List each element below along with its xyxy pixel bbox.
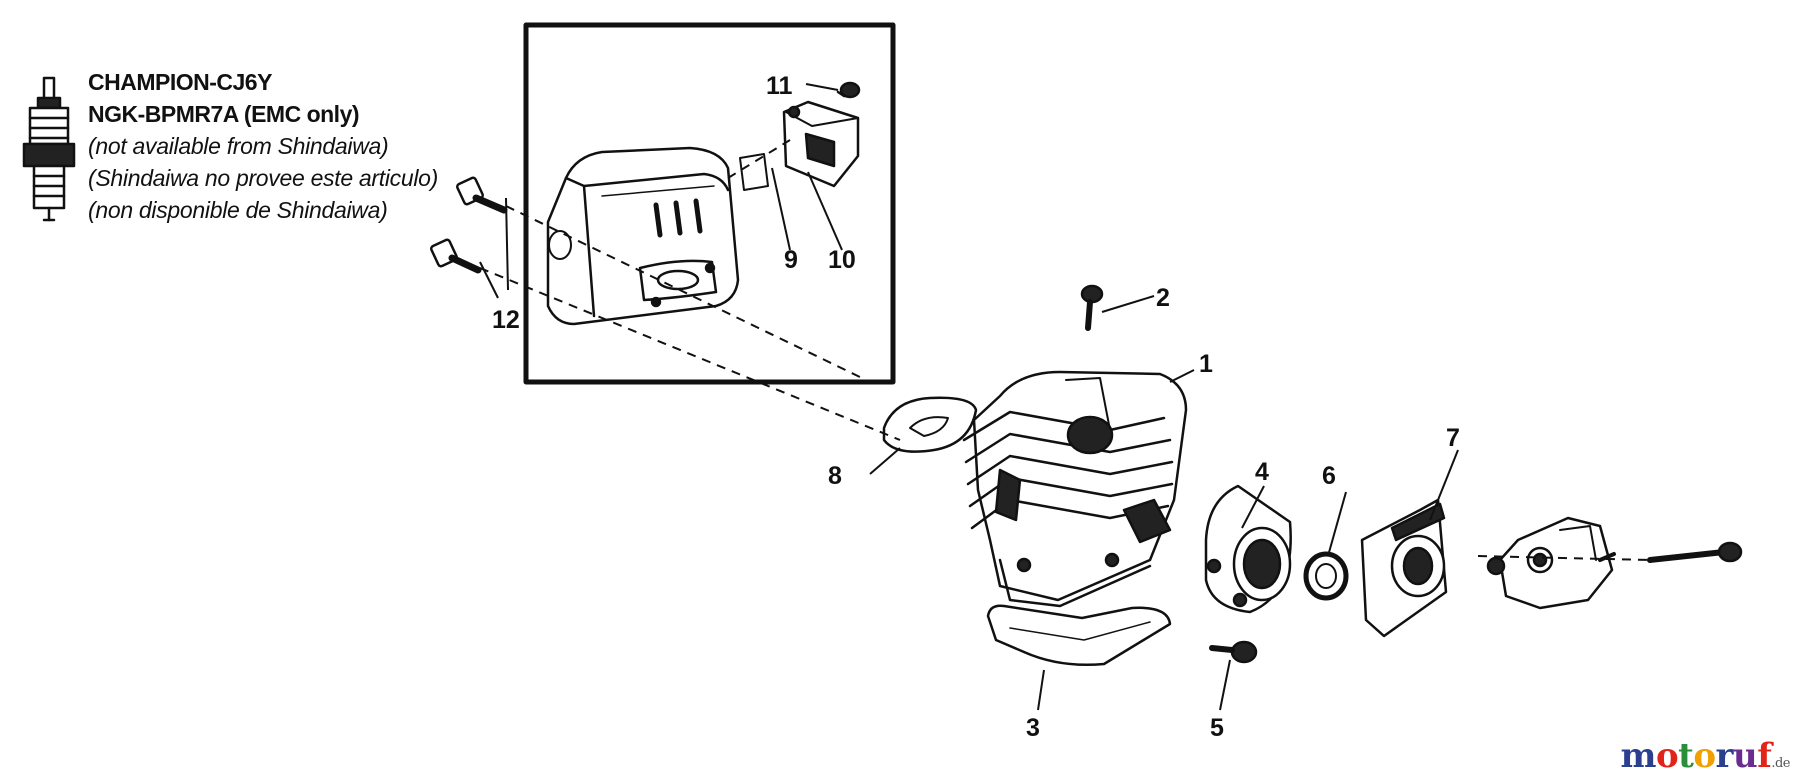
alignment-lines <box>479 139 1651 561</box>
base-gasket-3 <box>986 604 1172 667</box>
carburetor <box>1486 516 1616 610</box>
spark-plug-icon <box>22 76 76 222</box>
insulator-4 <box>1204 484 1292 614</box>
muffler-gasket-9 <box>739 153 769 191</box>
cylinder-1 <box>962 370 1188 608</box>
spark-note-champion: CHAMPION-CJ6Y <box>88 69 272 95</box>
callout-4: 4 <box>1255 458 1269 486</box>
watermark-logo-text: motoruf <box>1620 736 1771 776</box>
site-watermark: motoruf.de <box>1620 736 1790 776</box>
watermark-letter: m <box>1620 736 1656 776</box>
callout-7: 7 <box>1446 424 1460 452</box>
watermark-letter: f <box>1757 736 1772 776</box>
callout-6: 6 <box>1322 462 1336 490</box>
callout-12: 12 <box>492 306 520 334</box>
muffler <box>546 146 740 326</box>
muffler-bolts-12 <box>430 176 508 274</box>
watermark-suffix: .de <box>1771 756 1790 771</box>
callout-8: 8 <box>828 462 842 490</box>
spark-plug-notes: CHAMPION-CJ6Y NGK-BPMR7A (EMC only) (not… <box>88 66 438 226</box>
callout-2: 2 <box>1156 284 1170 312</box>
leader-lines <box>479 83 1459 711</box>
callout-11: 11 <box>766 72 793 100</box>
watermark-letter: o <box>1693 736 1716 776</box>
watermark-letter: u <box>1732 736 1758 776</box>
ring-6 <box>1303 551 1349 601</box>
callout-5: 5 <box>1210 714 1224 742</box>
watermark-letter: t <box>1678 736 1694 776</box>
spark-note-french: (non disponible de Shindaiwa) <box>88 197 388 223</box>
callout-3: 3 <box>1026 714 1040 742</box>
spark-note-ngk: NGK-BPMR7A (EMC only) <box>88 101 360 127</box>
carburetor-bolt <box>1647 541 1743 563</box>
callout-1: 1 <box>1199 350 1213 378</box>
muffler-gasket-8 <box>882 396 978 453</box>
muffler-group-frame <box>523 22 896 385</box>
spark-note-english: (not available from Shindaiwa) <box>88 133 389 159</box>
screw-11 <box>836 81 861 99</box>
spark-note-spanish: (Shindaiwa no provee este articulo) <box>88 165 439 191</box>
callout-10: 10 <box>828 246 856 274</box>
cylinder-bolt-2 <box>1080 284 1104 331</box>
callout-9: 9 <box>784 246 798 274</box>
watermark-letter: r <box>1715 736 1734 776</box>
spark-arrestor-cover-10 <box>782 100 860 188</box>
watermark-letter: o <box>1655 736 1679 776</box>
intake-gasket-7 <box>1360 498 1448 638</box>
bolt-5 <box>1209 640 1258 664</box>
